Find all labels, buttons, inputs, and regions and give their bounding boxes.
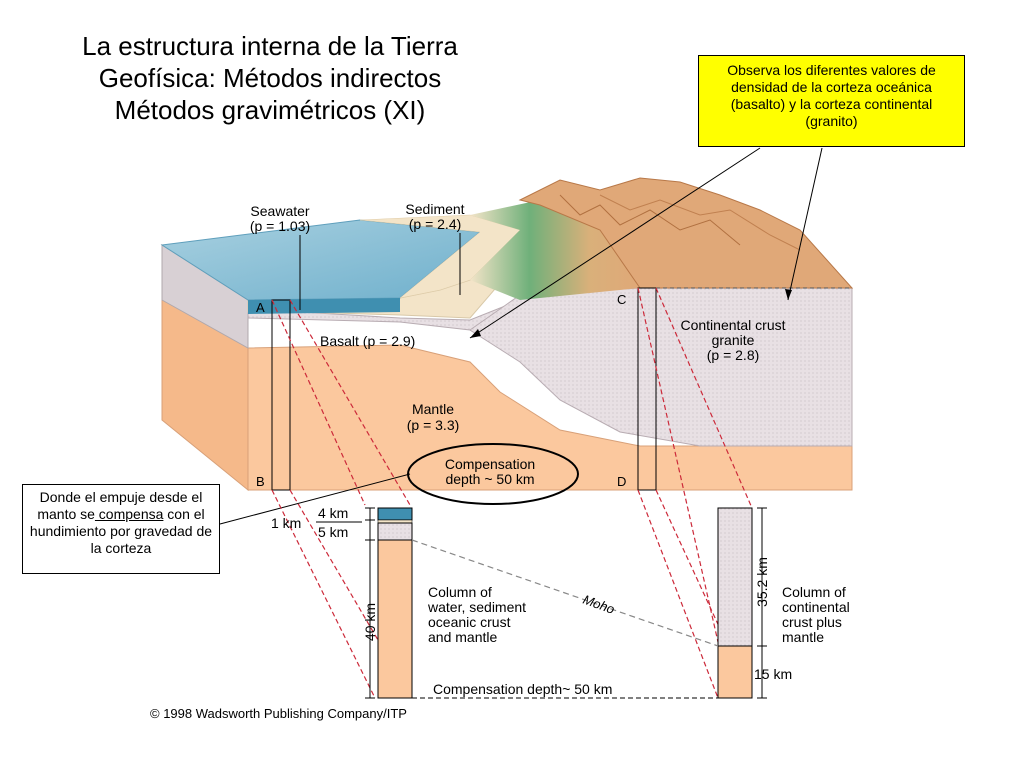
vegetation-slope [470, 200, 640, 300]
label-compensation-1: Compensation [445, 456, 535, 472]
dim-5km: 5 km [318, 524, 348, 540]
dim-35-2km: 35.2 km [754, 557, 770, 607]
continental-caption-2: continental [782, 599, 850, 615]
slide-title: La estructura interna de la Tierra Geofí… [40, 30, 500, 126]
compensation-highlight-ellipse [407, 443, 579, 505]
dim-1km: 1 km [271, 515, 301, 531]
label-seawater: Seawater [250, 203, 309, 219]
oceanic-column [377, 507, 413, 699]
label-mantle-density: (p = 3.3) [407, 417, 460, 433]
oceanic-caption-1: Column of [428, 584, 492, 600]
label-basalt: Basalt (p = 2.9) [320, 333, 415, 349]
label-moho: Moho [581, 592, 617, 617]
compensation-note-text-end: con el hundimiento por gravedad de la co… [29, 506, 213, 556]
copyright-text: © 1998 Wadsworth Publishing Company/ITP [150, 706, 407, 721]
projection-d-right [655, 489, 753, 699]
label-sediment: Sediment [405, 201, 464, 217]
label-point-a: A [256, 300, 265, 315]
dim-40km: 40 km [362, 603, 378, 641]
projection-d-left [637, 489, 719, 699]
oceanic-caption-2: water, sediment [427, 599, 526, 615]
dim-4km: 4 km [318, 505, 348, 521]
seawater-front [248, 298, 400, 314]
column-c-d [637, 287, 657, 491]
dim-15km: 15 km [754, 666, 792, 682]
arrow-to-basalt-head [470, 329, 481, 338]
compensation-note-text: Donde el empuje desde el manto se [37, 489, 203, 522]
title-line-1: La estructura interna de la Tierra [82, 31, 458, 61]
projection-c-right [655, 287, 753, 509]
mountain-ridges-2 [599, 194, 801, 251]
projection-c-left [637, 287, 719, 643]
mountain-ridges [559, 194, 741, 246]
continental-caption-3: crust plus [782, 614, 842, 630]
arrow-to-basalt [469, 147, 761, 339]
oceanic-caption-3: oceanic crust [428, 614, 511, 630]
label-point-b: B [256, 474, 265, 489]
column-a-b [271, 299, 291, 491]
label-mantle: Mantle [412, 401, 454, 417]
oceanic-caption-4: and mantle [428, 629, 497, 645]
label-compensation-2: depth ~ 50 km [445, 471, 534, 487]
title-line-3: Métodos gravimétricos (XI) [114, 95, 426, 125]
label-sediment-density: (p = 2.4) [409, 216, 462, 232]
title-line-2: Geofísica: Métodos indirectos [98, 63, 442, 93]
label-bottom-compensation: Compensation depth~ 50 km [433, 681, 612, 697]
compensation-note-keyword: compensa [94, 506, 164, 522]
arrow-to-granite [787, 147, 823, 301]
continental-caption-4: mantle [782, 629, 824, 645]
label-point-c: C [617, 292, 626, 307]
mantle-layer [247, 344, 853, 491]
label-point-d: D [617, 474, 626, 489]
compensation-note-box: Donde el empuje desde el manto se compen… [22, 484, 220, 574]
arrow-to-granite-head [785, 289, 792, 300]
label-continental-2: granite [712, 332, 755, 348]
projection-a-left [271, 299, 366, 506]
label-continental-1: Continental crust [680, 317, 785, 333]
label-continental-3: (p = 2.8) [707, 347, 760, 363]
pointer-to-compensation [219, 473, 411, 525]
continental-caption-1: Column of [782, 584, 846, 600]
label-seawater-density: (p = 1.03) [250, 218, 310, 234]
moho-line [411, 539, 719, 647]
density-note-box: Observa los diferentes valores de densid… [698, 55, 965, 147]
continental-column [717, 507, 753, 699]
mountain-range [518, 177, 854, 289]
projection-b-left [271, 489, 376, 699]
density-note-text: Observa los diferentes valores de densid… [727, 62, 936, 129]
